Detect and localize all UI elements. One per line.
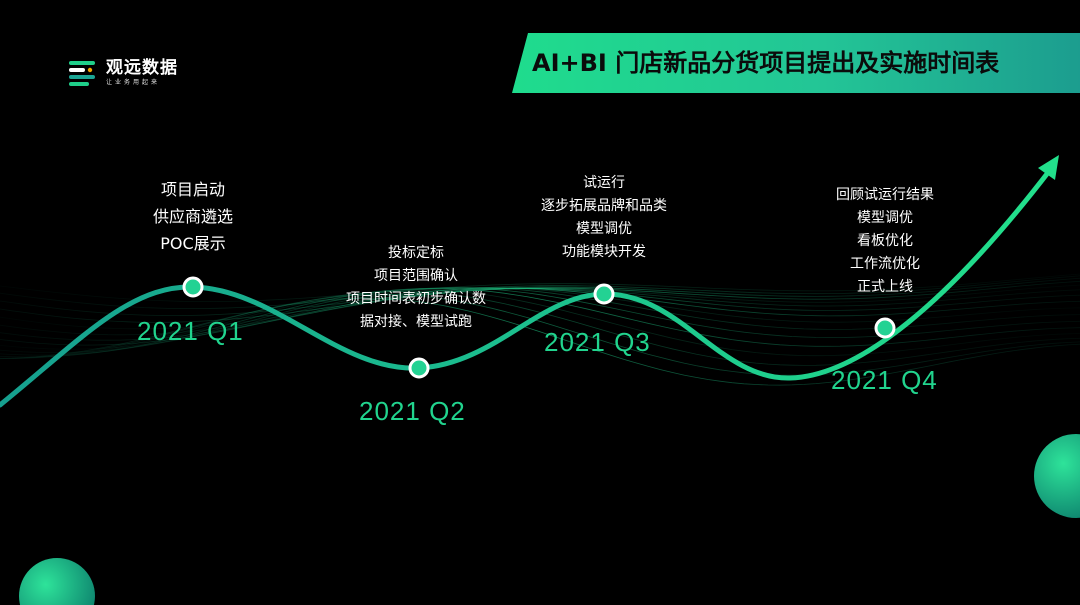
milestone-node-q2	[408, 357, 430, 379]
wave-line	[0, 275, 1080, 309]
quarter-label-q1: 2021 Q1	[137, 316, 244, 346]
wave-line	[0, 291, 1080, 366]
milestone-item: 模型调优	[857, 210, 913, 226]
milestone-item: 试运行	[583, 175, 625, 191]
wave-line	[0, 273, 1080, 303]
wave-line	[0, 289, 1080, 359]
logo-tagline: 让业务用起来	[106, 79, 161, 86]
wave-line	[0, 297, 1080, 386]
milestone-desc-q3: 试运行 逐步拓展品牌和品类 模型调优 功能模块开发	[519, 172, 689, 264]
milestone-item: 逐步拓展品牌和品类	[541, 198, 667, 214]
quarter-label-q4: 2021 Q4	[831, 365, 938, 395]
milestone-desc-q1: 项目启动 供应商遴选 POC展示	[133, 176, 253, 257]
milestone-item: 回顾试运行结果	[836, 187, 934, 203]
milestone-item: 投标定标	[388, 245, 444, 261]
milestone-desc-q4: 回顾试运行结果 模型调优 看板优化 工作流优化 正式上线	[815, 184, 955, 299]
milestone-item: 供应商遴选	[152, 207, 233, 226]
wave-line	[0, 287, 1080, 358]
milestone-item: 据对接、模型试跑	[360, 314, 472, 330]
milestone-item: 正式上线	[857, 279, 913, 295]
milestone-item: 项目时间表初步确认数	[346, 291, 486, 307]
milestone-item: 项目启动	[160, 180, 225, 199]
decorative-ball-bottom-left	[19, 558, 95, 605]
milestone-item: 项目范围确认	[374, 268, 458, 284]
milestone-node-q1	[182, 276, 204, 298]
wave-line	[0, 293, 1080, 376]
wave-line	[0, 277, 1080, 316]
milestone-item: 工作流优化	[850, 256, 920, 272]
wave-line	[0, 287, 1080, 356]
milestone-item: 功能模块开发	[562, 244, 646, 260]
quarter-label-q3: 2021 Q3	[544, 327, 651, 357]
logo-bars-icon	[69, 61, 95, 86]
title-banner	[512, 33, 1080, 93]
milestone-item: 模型调优	[576, 221, 632, 237]
milestone-node-q4	[874, 317, 896, 339]
background-wave-lines	[0, 273, 1080, 386]
page-title: AI+BI 门店新品分货项目提出及实施时间表	[532, 49, 1000, 77]
milestone-node-q3	[593, 283, 615, 305]
timeline-curve	[0, 167, 1053, 408]
milestone-desc-q2: 投标定标 项目范围确认 项目时间表初步确认数 据对接、模型试跑	[326, 242, 506, 334]
milestone-item: 看板优化	[857, 233, 913, 249]
brand-logo: 观远数据 让业务用起来	[66, 58, 178, 88]
quarter-label-q2: 2021 Q2	[359, 396, 466, 426]
decorative-ball-right	[1034, 434, 1080, 518]
logo-name: 观远数据	[106, 58, 178, 78]
milestone-item: POC展示	[160, 234, 226, 253]
arrow-head-icon	[1038, 155, 1059, 180]
